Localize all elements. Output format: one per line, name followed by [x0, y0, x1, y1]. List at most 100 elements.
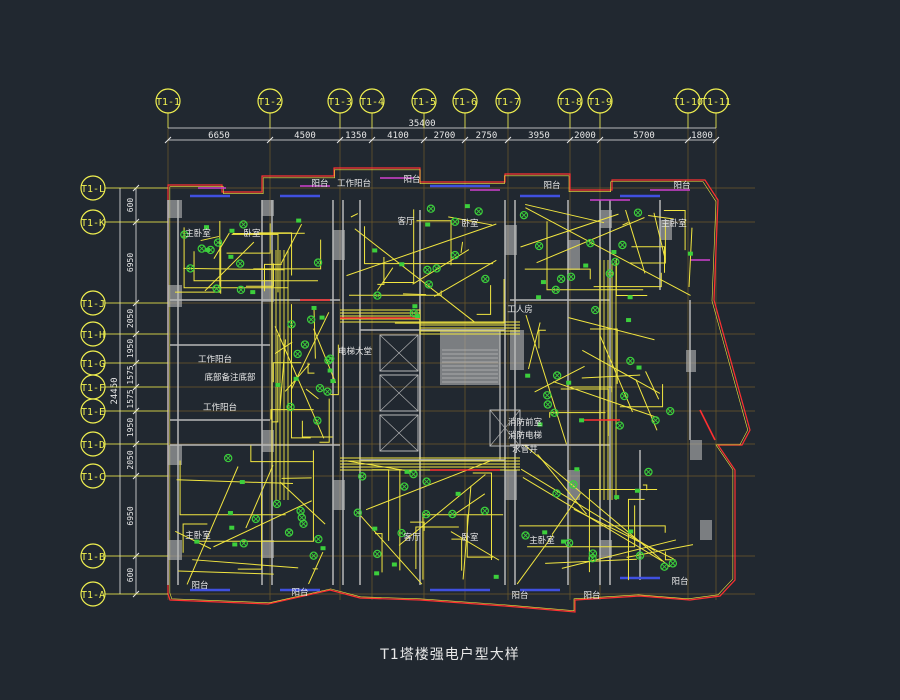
light-fixture-icon	[373, 291, 382, 300]
light-fixture-icon	[299, 519, 308, 529]
dim-tick-top	[368, 136, 376, 144]
light-fixture-icon	[272, 499, 282, 509]
axis-bubble-left: T1-C	[80, 463, 168, 489]
light-fixture-icon	[450, 217, 460, 226]
light-fixture-icon	[481, 274, 490, 284]
dim-label-left: 1575	[126, 365, 135, 384]
light-fixture-icon	[424, 280, 434, 289]
socket-icon	[525, 373, 531, 378]
structural-column	[600, 540, 612, 558]
light-fixture-icon	[314, 534, 323, 544]
light-fixture-icon	[212, 284, 221, 293]
light-fixture-icon	[251, 514, 261, 524]
wiring-run	[183, 267, 285, 271]
socket-icon	[239, 480, 245, 485]
light-fixture-icon	[422, 477, 431, 486]
structural-column	[262, 200, 274, 216]
light-fixture-icon	[519, 210, 529, 220]
light-fixture-icon	[353, 508, 362, 517]
socket-icon	[566, 380, 572, 385]
socket-icon	[583, 263, 589, 268]
socket-icon	[232, 542, 238, 547]
wiring-run	[589, 328, 618, 384]
axis-bubble-left: T1-E	[80, 398, 168, 424]
light-fixture-icon	[239, 220, 248, 229]
wiring-run	[290, 312, 330, 390]
axis-label-top: T1-6	[453, 97, 477, 108]
structural-column	[262, 430, 274, 452]
electrical-devices	[180, 204, 693, 579]
light-fixture-icon	[235, 259, 245, 268]
wiring-run	[645, 371, 660, 400]
dim-label-top: 5700	[633, 131, 655, 141]
wiring-run	[416, 220, 452, 266]
wiring-run	[313, 328, 337, 383]
structural-column	[168, 540, 182, 560]
wiring-run	[412, 249, 470, 285]
light-fixture-icon	[287, 320, 296, 329]
dim-label-top: 6650	[208, 131, 230, 141]
room-label: 卧室	[461, 532, 479, 543]
dim-label-left: 1950	[126, 339, 135, 358]
wiring-run	[653, 212, 666, 260]
socket-icon	[425, 222, 431, 227]
dim-label-left: 600	[126, 568, 135, 583]
axis-label-left: T1-A	[81, 590, 105, 601]
elevator-shaft	[379, 414, 419, 452]
room-label: 主卧室	[185, 530, 211, 541]
structural-column	[700, 520, 712, 540]
socket-icon	[330, 379, 336, 384]
wiring-run	[622, 222, 629, 226]
axis-label-left: T1-H	[81, 330, 105, 341]
socket-icon	[229, 525, 235, 530]
wiring-run	[330, 344, 339, 396]
wiring-run	[524, 268, 591, 280]
wiring-run	[183, 227, 289, 289]
light-fixture-icon	[236, 285, 246, 295]
axis-bubble-top: T1-1	[155, 88, 181, 128]
socket-icon	[227, 511, 233, 516]
wiring-run	[375, 533, 383, 573]
wiring-run	[433, 259, 497, 297]
wiring-run	[280, 223, 303, 264]
socket-icon	[574, 467, 580, 472]
wiring-run	[524, 444, 670, 568]
light-fixture-icon	[543, 400, 553, 409]
dim-tick-top	[504, 136, 512, 144]
light-fixture-icon	[605, 269, 614, 278]
wiring-run	[231, 233, 279, 293]
light-fixture-icon	[651, 416, 660, 425]
socket-icon	[296, 218, 302, 223]
elevator-shaft	[379, 334, 419, 372]
core-outline	[419, 329, 501, 461]
socket-icon	[628, 529, 634, 534]
socket-icon	[687, 251, 693, 256]
dim-label-top: 2750	[476, 131, 498, 141]
light-fixture-icon	[615, 421, 624, 430]
socket-icon	[636, 365, 642, 370]
axis-bubble-top: T1-2	[257, 88, 283, 128]
wiring-run	[192, 559, 299, 569]
socket-icon	[205, 247, 211, 252]
axis-bubble-left: T1-A	[80, 581, 168, 607]
wiring-run	[313, 307, 316, 359]
room-label: 客厅	[403, 532, 421, 543]
wiring-run	[415, 526, 459, 570]
dim-tick-top	[596, 136, 604, 144]
light-fixture-icon	[611, 257, 620, 266]
light-fixture-icon	[426, 204, 436, 213]
light-fixture-icon	[569, 480, 578, 489]
axis-label-top: T1-4	[360, 97, 384, 108]
structural-column	[505, 470, 517, 500]
socket-icon	[228, 254, 234, 259]
axis-label-top: T1-2	[258, 97, 282, 108]
wiring-run	[178, 570, 274, 575]
axis-label-top: T1-1	[156, 97, 180, 108]
dim-label-top: 1350	[345, 131, 367, 141]
light-fixture-icon	[644, 467, 653, 477]
wiring-run	[319, 398, 330, 443]
socket-icon	[414, 314, 420, 319]
socket-icon	[229, 228, 235, 233]
light-fixture-icon	[660, 562, 669, 571]
